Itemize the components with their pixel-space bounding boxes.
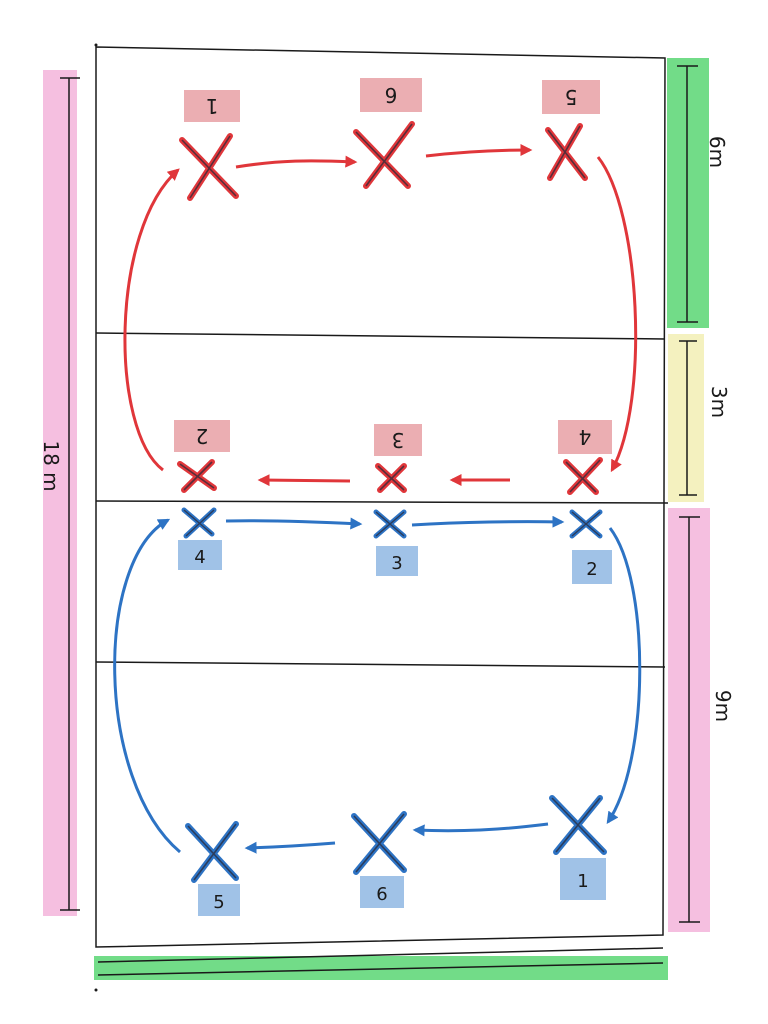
attack-line-red bbox=[95, 332, 666, 340]
red-player-number: 4 bbox=[579, 425, 592, 449]
red-arrow-3-to-2 bbox=[257, 474, 351, 487]
red-player: 4 bbox=[558, 420, 612, 495]
red-player-number: 6 bbox=[385, 83, 398, 107]
blue-player-number: 5 bbox=[213, 892, 224, 913]
red-player-number: 3 bbox=[392, 428, 405, 452]
red-player: 5 bbox=[542, 80, 600, 181]
blue-player-number: 1 bbox=[577, 871, 588, 892]
blue-arrow-6-to-5 bbox=[244, 841, 336, 854]
half-length-label: 9m bbox=[711, 690, 735, 722]
blue-arrow-4-to-3 bbox=[225, 517, 363, 530]
red-arrow-1-to-6 bbox=[235, 155, 358, 169]
blue-player: 2 bbox=[569, 509, 612, 584]
blue-player-number: 4 bbox=[194, 547, 205, 568]
red-arrow-2-to-1 bbox=[123, 168, 180, 472]
net-line bbox=[95, 500, 669, 504]
blue-player-number: 6 bbox=[376, 884, 387, 905]
attack-zone-label: 3m bbox=[707, 386, 731, 418]
red-player: 2 bbox=[174, 420, 230, 493]
green-highlight-right bbox=[667, 58, 709, 328]
red-x-mark bbox=[353, 121, 415, 189]
blue-player-number: 3 bbox=[391, 553, 402, 574]
back-zone-label: 6m bbox=[705, 136, 729, 168]
red-arrow-5-to-4 bbox=[596, 156, 638, 473]
blue-arrow-2-to-1 bbox=[606, 527, 642, 824]
blue-arrow-3-to-2 bbox=[411, 515, 565, 528]
red-player: 6 bbox=[353, 78, 422, 189]
red-player: 3 bbox=[374, 424, 422, 493]
red-rotation-arrows bbox=[123, 144, 638, 487]
total-length-label: 18 m bbox=[39, 440, 63, 491]
blue-arrow-5-to-4 bbox=[113, 518, 181, 854]
red-player-number: 5 bbox=[565, 85, 578, 109]
pink-highlight-left bbox=[43, 70, 77, 916]
corner-dot bbox=[94, 43, 98, 47]
blue-players: 4 3 2 5 6 1 bbox=[178, 507, 612, 916]
blue-rotation-arrows bbox=[113, 515, 642, 854]
yellow-highlight-right bbox=[668, 334, 704, 502]
blue-player-number: 2 bbox=[586, 559, 597, 580]
blue-arrow-1-to-6 bbox=[412, 822, 549, 837]
red-player: 1 bbox=[179, 90, 240, 201]
blue-player: 5 bbox=[185, 821, 240, 916]
blue-player: 3 bbox=[373, 509, 418, 576]
corner-dot bbox=[94, 988, 98, 992]
red-players: 1 6 5 2 3 4 bbox=[174, 78, 612, 495]
dimension-bars bbox=[60, 65, 700, 976]
red-player-number: 2 bbox=[196, 424, 209, 448]
blue-player: 6 bbox=[351, 811, 407, 908]
court bbox=[95, 46, 669, 948]
court-outline bbox=[95, 46, 666, 948]
attack-line-blue bbox=[95, 661, 666, 668]
blue-player: 4 bbox=[178, 507, 222, 570]
red-arrow-6-to-5 bbox=[425, 144, 533, 158]
width-bar bbox=[97, 947, 664, 963]
red-player-number: 1 bbox=[206, 94, 219, 118]
blue-player: 1 bbox=[549, 795, 607, 900]
